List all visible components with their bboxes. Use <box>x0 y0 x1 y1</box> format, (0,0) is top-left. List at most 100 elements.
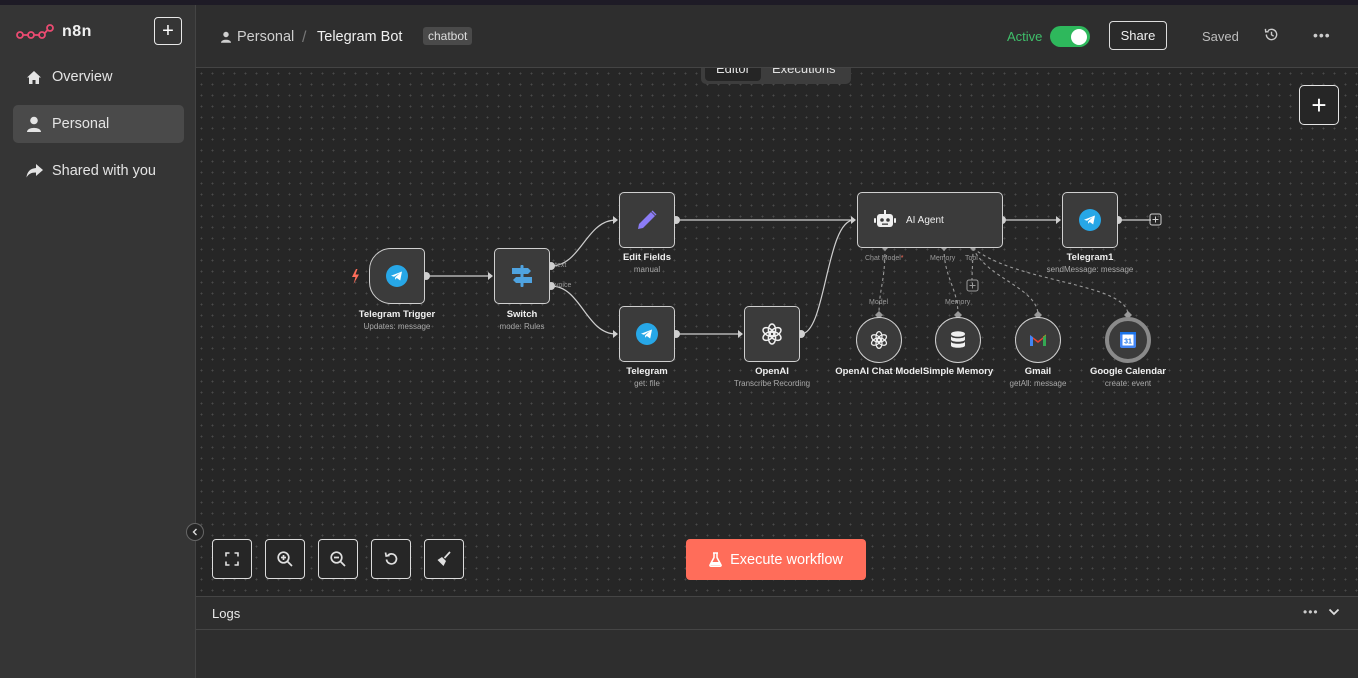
node-title: Simple Memory <box>922 366 994 377</box>
workflow-canvas[interactable]: Editor Executions + Telegram Trigger Upd… <box>196 68 1358 596</box>
zoom-in-button[interactable] <box>265 539 305 579</box>
collapse-sidebar-button[interactable] <box>186 523 204 541</box>
workflow-name[interactable]: Telegram Bot <box>317 29 403 45</box>
node-title: Telegram1 <box>1066 252 1114 263</box>
node-telegram1[interactable] <box>1062 192 1118 248</box>
logs-more-icon[interactable]: ••• <box>1303 605 1319 619</box>
zoom-out-button[interactable] <box>318 539 358 579</box>
saved-status: Saved <box>1202 29 1239 44</box>
node-title: AI Agent <box>906 214 944 226</box>
node-subtitle: mode: Rules <box>499 322 545 331</box>
workflow-tag[interactable]: chatbot <box>423 27 473 45</box>
sidebar-item-label: Overview <box>52 69 113 85</box>
node-simple-memory[interactable] <box>935 317 981 363</box>
n8n-logo-icon <box>16 24 54 39</box>
node-openai-chat-model[interactable] <box>856 317 902 363</box>
node-title: Google Calendar <box>1089 366 1166 377</box>
execute-workflow-button[interactable]: Execute workflow <box>686 539 866 580</box>
add-tool-button <box>966 279 979 292</box>
history-icon[interactable] <box>1264 27 1279 47</box>
chevron-down-icon[interactable] <box>1328 605 1340 623</box>
telegram-icon <box>636 323 658 345</box>
port-label-model: Model <box>869 299 889 306</box>
user-icon <box>24 116 44 132</box>
connection-chatmodel <box>878 247 886 316</box>
undo-icon <box>384 552 398 565</box>
node-title: OpenAI Chat Model <box>835 366 923 377</box>
port-label-tool: Tool <box>965 255 978 262</box>
node-title: Telegram <box>626 366 668 377</box>
view-tabs: Editor Executions <box>701 68 851 84</box>
node-telegram[interactable] <box>619 306 675 362</box>
breadcrumb-project[interactable]: Personal <box>221 29 294 45</box>
node-title: Switch <box>506 309 538 320</box>
user-icon <box>221 31 231 43</box>
create-new-button[interactable]: + <box>154 17 182 45</box>
sidebar-item-personal[interactable]: Personal <box>13 105 184 143</box>
port-label-chat-model: Chat Model* <box>865 255 904 262</box>
node-subtitle: sendMessage: message <box>1046 265 1134 274</box>
breadcrumb-project-label: Personal <box>237 29 295 45</box>
database-icon <box>951 331 965 348</box>
app-logo[interactable]: n8n <box>16 23 92 41</box>
pencil-icon <box>638 210 657 229</box>
node-subtitle: getAll: message <box>1009 379 1067 388</box>
node-subtitle: Transcribe Recording <box>733 379 811 388</box>
tidy-up-button[interactable] <box>424 539 464 579</box>
window-top-bar <box>0 0 1358 5</box>
active-label: Active <box>1007 29 1043 44</box>
reset-zoom-button[interactable] <box>371 539 411 579</box>
node-edit-fields[interactable] <box>619 192 675 248</box>
share-button[interactable]: Share <box>1109 21 1167 50</box>
sidebar: n8n + Overview Personal Shared with you <box>0 5 196 678</box>
node-switch[interactable] <box>494 248 550 304</box>
home-icon <box>24 70 44 85</box>
node-subtitle: Updates: message <box>363 322 431 331</box>
openai-icon <box>870 331 888 349</box>
share-icon <box>24 164 44 178</box>
node-openai[interactable] <box>744 306 800 362</box>
active-toggle[interactable] <box>1050 26 1090 47</box>
fit-view-icon <box>225 552 239 566</box>
add-node-button[interactable]: + <box>1299 85 1339 125</box>
node-title: Edit Fields <box>622 252 672 263</box>
node-ai-agent[interactable]: AI Agent <box>857 192 1003 248</box>
node-google-calendar[interactable]: 31 <box>1105 317 1151 363</box>
node-title: Telegram Trigger <box>358 309 436 320</box>
more-options-icon[interactable]: ••• <box>1313 27 1331 43</box>
header: Personal / Telegram Bot chatbot Active S… <box>196 5 1358 68</box>
logs-header[interactable]: Logs ••• <box>196 597 1358 630</box>
chevron-left-icon <box>192 528 197 536</box>
sidebar-item-label: Personal <box>52 116 110 132</box>
node-telegram-trigger[interactable] <box>369 248 425 304</box>
connection-switch-editfields <box>550 219 617 267</box>
node-subtitle: get: file <box>634 379 660 388</box>
sidebar-item-overview[interactable]: Overview <box>13 58 184 96</box>
toggle-knob <box>1071 28 1087 45</box>
port-label-memory: Memory <box>945 299 971 306</box>
connection-openai-agent <box>800 219 855 335</box>
tab-executions[interactable]: Executions <box>771 68 836 76</box>
node-title: Gmail <box>1024 366 1052 377</box>
node-subtitle: create: event <box>1104 379 1152 388</box>
robot-icon <box>874 210 896 227</box>
node-title: OpenAI <box>755 366 789 377</box>
logs-title: Logs <box>212 606 241 621</box>
google-calendar-icon: 31 <box>1120 332 1136 348</box>
port-label-voice: voice <box>555 282 572 289</box>
openai-icon <box>762 323 782 345</box>
telegram-icon <box>1079 209 1101 231</box>
gmail-icon <box>1030 334 1046 346</box>
node-gmail[interactable] <box>1015 317 1061 363</box>
zoom-out-icon <box>330 551 346 567</box>
fit-view-button[interactable] <box>212 539 252 579</box>
node-subtitle: manual <box>633 265 661 274</box>
sidebar-item-shared[interactable]: Shared with you <box>13 152 184 190</box>
broom-icon <box>437 551 451 566</box>
tab-editor[interactable]: Editor <box>705 68 761 81</box>
port-label-text: text <box>555 262 567 269</box>
trigger-bolt-icon <box>352 269 359 284</box>
sidebar-item-label: Shared with you <box>52 163 156 179</box>
port-label-memory: Memory <box>930 255 956 262</box>
zoom-in-icon <box>277 551 293 567</box>
